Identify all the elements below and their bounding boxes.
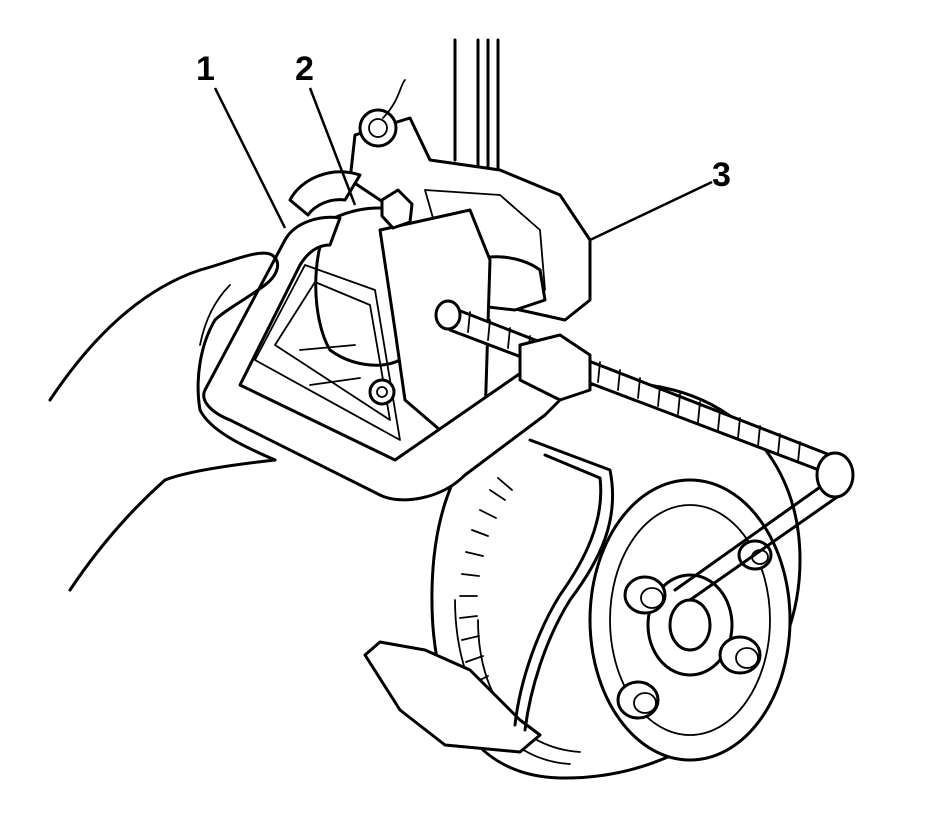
callout-leaders [213,87,713,242]
lug-nut [616,680,660,720]
strut-rods [453,38,500,180]
callout-labels: 1 2 3 [196,50,731,194]
c-clamp [202,170,582,502]
lug-nut [718,635,762,675]
brake-hose-bracket [363,438,615,754]
lug-nuts [616,539,773,720]
leader-3 [589,180,713,242]
callout-1: 1 [196,50,215,88]
lug-nut [623,575,667,615]
hand [48,251,280,592]
clamp-screw [434,299,855,499]
callout-3: 3 [712,156,731,194]
callout-2: 2 [295,50,314,88]
inboard-brake-pad [314,188,492,432]
leader-1 [213,87,287,229]
clamp-screw-nut [518,333,592,402]
retaining-rod [673,478,842,602]
wheel-hub [588,478,792,762]
bleeder-screw [358,79,406,148]
leader-2 [308,87,357,206]
clamp-screw-handle [815,451,855,499]
